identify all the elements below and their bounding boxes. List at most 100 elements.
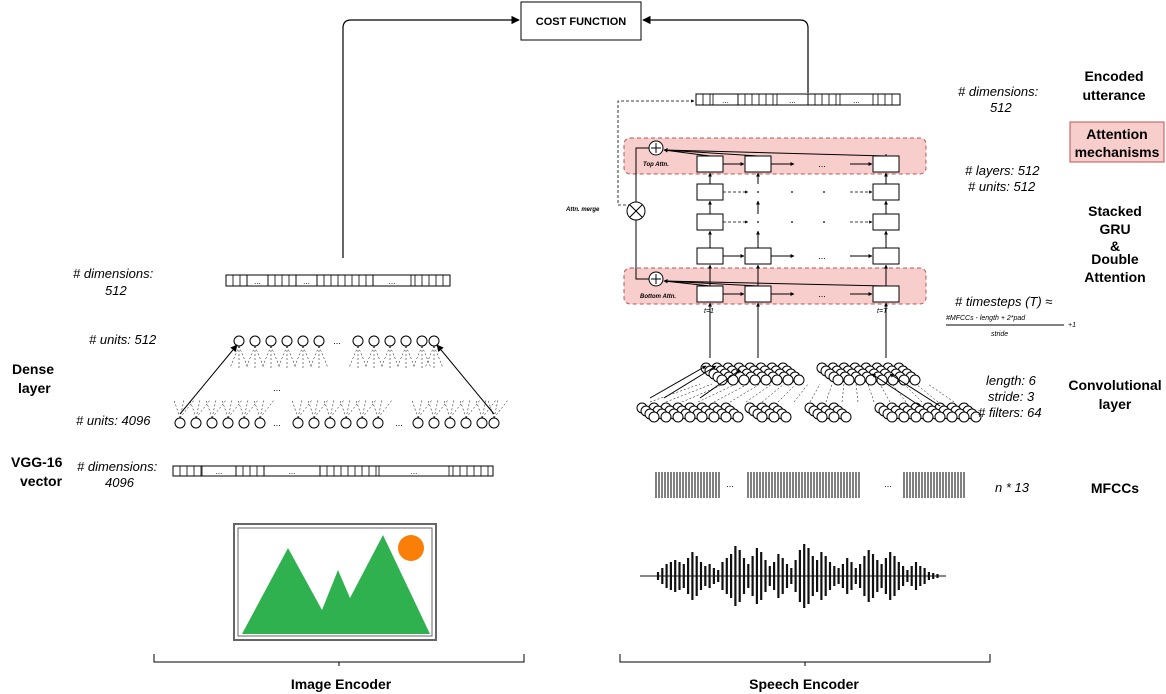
dense-connection <box>309 345 320 369</box>
bottom-attention-plus-icon <box>648 271 664 287</box>
gru-cell <box>744 285 772 303</box>
conv-node <box>865 374 877 386</box>
formula-denominator: stride <box>991 331 1008 338</box>
dense-bottom-node <box>412 417 424 429</box>
gru-cell <box>696 183 724 201</box>
conv-connection <box>855 383 859 403</box>
image-output-vector: ......... <box>225 274 451 287</box>
dense-connection <box>433 345 444 369</box>
dense-connection <box>221 399 229 419</box>
dense-connection <box>195 399 201 419</box>
t-first-label: t=1 <box>704 308 714 315</box>
vgg-dims-label: # dimensions: <box>77 459 158 474</box>
dense-connection <box>270 345 281 369</box>
conv-connection <box>745 383 773 403</box>
dense-connection <box>459 399 467 419</box>
dense-connection <box>253 399 261 419</box>
conv-connection <box>825 383 833 403</box>
conv-label-2: layer <box>1099 396 1132 412</box>
gru-ellipsis: ... <box>818 251 826 261</box>
encoded-label-2: utterance <box>1082 87 1145 103</box>
dense-bottom-ellipsis-1: ... <box>273 418 281 428</box>
dense-connection <box>481 399 487 419</box>
gru-units-label: # units: 512 <box>968 179 1036 194</box>
gru-dot <box>757 191 759 193</box>
dense-bottom-node <box>174 417 186 429</box>
dense-top-node <box>428 335 440 347</box>
gru-cell <box>744 155 772 173</box>
conv-arrow <box>663 365 717 399</box>
gru-dot <box>823 221 825 223</box>
attention-label-2: mechanisms <box>1075 144 1160 160</box>
dense-connection <box>302 345 313 369</box>
dense-connection <box>237 399 245 419</box>
dense-connection <box>323 399 331 419</box>
dense-connection <box>348 345 359 369</box>
dense-connection <box>339 399 347 419</box>
gru-ellipsis: ... <box>818 159 826 169</box>
attn-merge-to-encoded-arrow <box>617 99 695 206</box>
dense-bottom-node <box>206 417 218 429</box>
top-attn-to-merge-line <box>635 147 649 202</box>
conv-node <box>696 411 708 423</box>
conv-node <box>648 411 660 423</box>
encoded-dims-label: # dimensions: <box>958 84 1039 99</box>
vgg-dims-value: 4096 <box>105 475 135 490</box>
attention-label-1: Attention <box>1086 126 1147 142</box>
gru-dot <box>791 191 793 193</box>
conv-node <box>910 411 922 423</box>
dense-connection <box>227 399 233 419</box>
vector-ellipsis: ... <box>853 96 860 105</box>
cost-function-label: COST FUNCTION <box>536 16 626 28</box>
conv-node <box>854 374 866 386</box>
dense-layer-label-1: Dense <box>12 361 54 377</box>
image-encoder-brace <box>153 654 525 666</box>
dense-bottom-node <box>222 417 234 429</box>
dense-bottom-node <box>190 417 202 429</box>
conv-node <box>958 411 970 423</box>
conv-node <box>934 411 946 423</box>
bottom-attention-arrow <box>663 279 887 287</box>
top-attention-arrow <box>663 148 711 157</box>
dense-bottom-ellipsis-2: ... <box>395 418 403 428</box>
conv-connection <box>665 383 713 403</box>
conv-connection <box>915 383 939 403</box>
dense-layer-label-2: layer <box>18 380 51 396</box>
gru-cell <box>872 247 900 265</box>
dense-connection <box>277 345 288 369</box>
vgg-label-2: vector <box>20 473 63 489</box>
convolutional-layer <box>636 362 982 423</box>
gru-cell <box>872 213 900 231</box>
conv-connection <box>927 383 955 403</box>
conv-filters-label: # filters: 64 <box>978 405 1042 420</box>
timesteps-label: # timesteps (T) ≈ <box>955 294 1052 309</box>
image-output-dims-value: 512 <box>105 283 127 298</box>
dense-top-node <box>265 335 277 347</box>
dense-top-node <box>249 335 261 347</box>
mfcc-dims-label: n * 13 <box>995 480 1030 495</box>
dense-connection <box>357 345 368 369</box>
dense-bottom-node <box>476 417 488 429</box>
conv-node <box>771 374 783 386</box>
conv-node <box>720 411 732 423</box>
dense-connection <box>307 399 315 419</box>
dense-bottom-node <box>444 417 456 429</box>
conv-arrow <box>699 369 741 399</box>
conv-node <box>716 374 728 386</box>
dense-connection <box>355 399 363 419</box>
conv-node <box>970 411 982 423</box>
dense-connection <box>313 399 319 419</box>
gru-dot <box>823 191 825 193</box>
t-last-label: t=T <box>877 308 888 315</box>
vector-ellipsis: ... <box>722 96 729 105</box>
dense-units-bottom-label: # units: 4096 <box>76 413 151 428</box>
dense-connection <box>259 399 265 419</box>
dense-top-node <box>313 335 325 347</box>
conv-node <box>886 411 898 423</box>
dense-connection <box>371 399 379 419</box>
gru-cell <box>872 285 900 303</box>
dense-layer-network: ... ... ... ... <box>173 335 509 429</box>
gru-cell <box>696 285 724 303</box>
conv-arrow <box>649 365 707 399</box>
